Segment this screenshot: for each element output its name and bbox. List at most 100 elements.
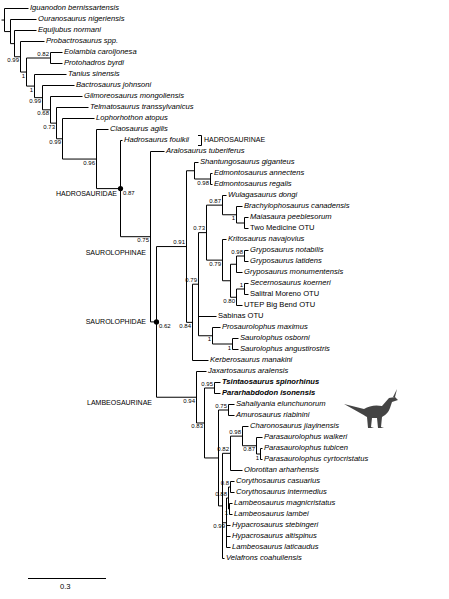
- taxon-name: Probactrosaurus spp.: [46, 36, 118, 46]
- taxon-name: Edmontosaurus regalis: [214, 179, 292, 189]
- support-value: 1: [22, 73, 25, 80]
- taxon-name: Lambeosaurus magnicristatus: [234, 498, 335, 508]
- support-value: 1: [232, 215, 235, 222]
- taxon-name: Kerberosaurus manakini: [210, 355, 292, 365]
- support-value: 0.99: [7, 57, 19, 64]
- taxon-name: Velafrons coahuilensis: [226, 553, 302, 563]
- support-value: 0.99: [213, 523, 225, 530]
- taxon-name: Maiasaura peeblesorum: [250, 212, 331, 222]
- taxon-name: Corythosaurus casuarius: [236, 476, 320, 486]
- clade-name: HADROSAURINAE: [204, 136, 265, 144]
- scale-bar: [28, 578, 106, 579]
- taxon-name: Secernosaurus koerneri: [250, 278, 331, 288]
- taxon-name: Amurosaurus riabinini: [236, 410, 309, 420]
- taxon-name: Saurolophus angustirostris: [240, 344, 330, 354]
- taxon-name: Corythosaurus intermedius: [236, 487, 327, 497]
- support-value: 1: [30, 87, 33, 94]
- dinosaur-silhouette: [344, 389, 398, 428]
- support-value: 0.82: [217, 446, 229, 453]
- taxon-name: Brachylophosaurus canadensis: [244, 201, 350, 211]
- taxon-name: Hadrosaurus foulkii: [124, 135, 189, 145]
- support-value: 0.80: [223, 298, 235, 305]
- support-value: 1: [256, 455, 259, 462]
- taxon-name: Salitral Moreno OTU: [250, 289, 319, 299]
- support-value: 0.87: [123, 190, 135, 197]
- support-value: 0.98: [229, 429, 241, 436]
- support-value: 0.99: [29, 98, 41, 105]
- taxon-name: Aralosaurus tuberiferus: [166, 146, 245, 156]
- support-value: 0.75: [137, 237, 149, 244]
- taxon-name: Gilmoreosaurus mongoliensis: [84, 91, 184, 101]
- scale-value: 0.3: [60, 582, 71, 592]
- support-value: 0.94: [183, 398, 195, 405]
- taxon-name: Hypacrosaurus altispinus: [232, 531, 317, 541]
- support-value: 0.73: [193, 225, 205, 232]
- support-value: 0.79: [209, 261, 221, 268]
- taxon-name: UTEP Big Bend OTU: [244, 300, 315, 310]
- support-value: 1: [228, 345, 231, 352]
- taxon-name: Lophorhothon atopus: [96, 113, 168, 123]
- clade-dot: [118, 186, 123, 191]
- support-value: 1: [208, 336, 211, 343]
- taxon-name: Saurolophus osborni: [240, 333, 310, 343]
- support-value: 0.84: [179, 323, 191, 330]
- taxon-name: Gryposaurus monumentensis: [244, 267, 343, 277]
- taxon-name: Pararhabdodon isonensis: [222, 388, 315, 398]
- bracket: [198, 136, 202, 146]
- taxon-name: Sahaliyania elunchunorum: [236, 399, 326, 409]
- taxon-name: Jaxartosaurus aralensis: [208, 366, 288, 376]
- taxon-name: Lambeosaurus lambei: [234, 509, 309, 519]
- taxon-name: Claosaurus agilis: [110, 124, 168, 134]
- taxon-name: Lambeosaurus laticaudus: [232, 542, 319, 552]
- taxon-name: Two Medicine OTU: [250, 223, 315, 233]
- taxon-name: Telmatosaurus transsylvanicus: [90, 102, 194, 112]
- taxon-name: Bactrosaurus johnsoni: [76, 80, 151, 90]
- support-value: 0.91: [173, 239, 185, 246]
- support-value: 0.68: [37, 110, 49, 117]
- support-value: 0.88: [215, 491, 227, 498]
- taxon-name: Tanius sinensis: [68, 69, 120, 79]
- taxon-name: Shantungosaurus giganteus: [200, 157, 295, 167]
- taxon-name: Parasaurolophus cyrtocristatus: [264, 454, 368, 464]
- taxon-name: Eolambia caroljonesa: [64, 47, 137, 57]
- support-value: 1: [240, 282, 243, 289]
- clade-name: HADROSAURIDAE: [56, 190, 117, 198]
- taxon-name: Edmontosaurus annectens: [214, 168, 304, 178]
- support-value: 0.96: [83, 160, 95, 167]
- support-value: 0.87: [209, 198, 221, 205]
- taxon-name: Wulagasaurus dongi: [228, 190, 297, 200]
- taxon-name: Olorotitan arharhensis: [244, 465, 319, 475]
- clade-name: LAMBEOSAURINAE: [87, 399, 152, 407]
- taxon-name: Iguanodon bernissartensis: [30, 3, 119, 13]
- support-value: 0.82: [37, 51, 49, 58]
- support-value: 0.62: [159, 323, 171, 330]
- support-value: 0.98: [231, 249, 243, 256]
- clade-dot: [154, 319, 159, 324]
- taxon-name: Parasaurolophus tubicen: [264, 443, 348, 453]
- support-value: 0.73: [43, 124, 55, 131]
- taxon-name: Parasaurolophus walkeri: [264, 432, 347, 442]
- taxon-name: Kritosaurus navajovius: [228, 234, 304, 244]
- support-value: 1: [225, 510, 228, 517]
- clade-name: SAUROLOPHINAE: [86, 249, 146, 257]
- support-value: 0.98: [197, 180, 209, 187]
- support-value: 0.75: [215, 403, 227, 410]
- taxon-name: Prosaurolophus maximus: [222, 322, 308, 332]
- taxon-name: Protohadros byrdi: [64, 58, 124, 68]
- support-value: 0.95: [201, 381, 213, 388]
- taxon-name: Hypacrosaurus stebingeri: [232, 520, 318, 530]
- taxon-name: Ouranosaurus nigeriensis: [38, 14, 125, 24]
- support-value: 0.99: [49, 139, 61, 146]
- support-value: 0.8: [221, 480, 229, 487]
- taxon-name: Gryposaurus latidens: [250, 256, 322, 266]
- support-value: 0.79: [185, 277, 197, 284]
- support-value: 0.83: [191, 423, 203, 430]
- taxon-name: Equijubus normani: [38, 25, 101, 35]
- taxon-name: Tsintaosaurus spinorhinus: [222, 377, 319, 387]
- clade-name: SAUROLOPHIDAE: [86, 318, 146, 326]
- taxon-name: Gryposaurus notabilis: [250, 245, 323, 255]
- taxon-name: Sabinas OTU: [218, 311, 264, 321]
- taxon-name: Charonosaurus jiayinensis: [250, 421, 339, 431]
- support-value: 0.87: [243, 446, 255, 453]
